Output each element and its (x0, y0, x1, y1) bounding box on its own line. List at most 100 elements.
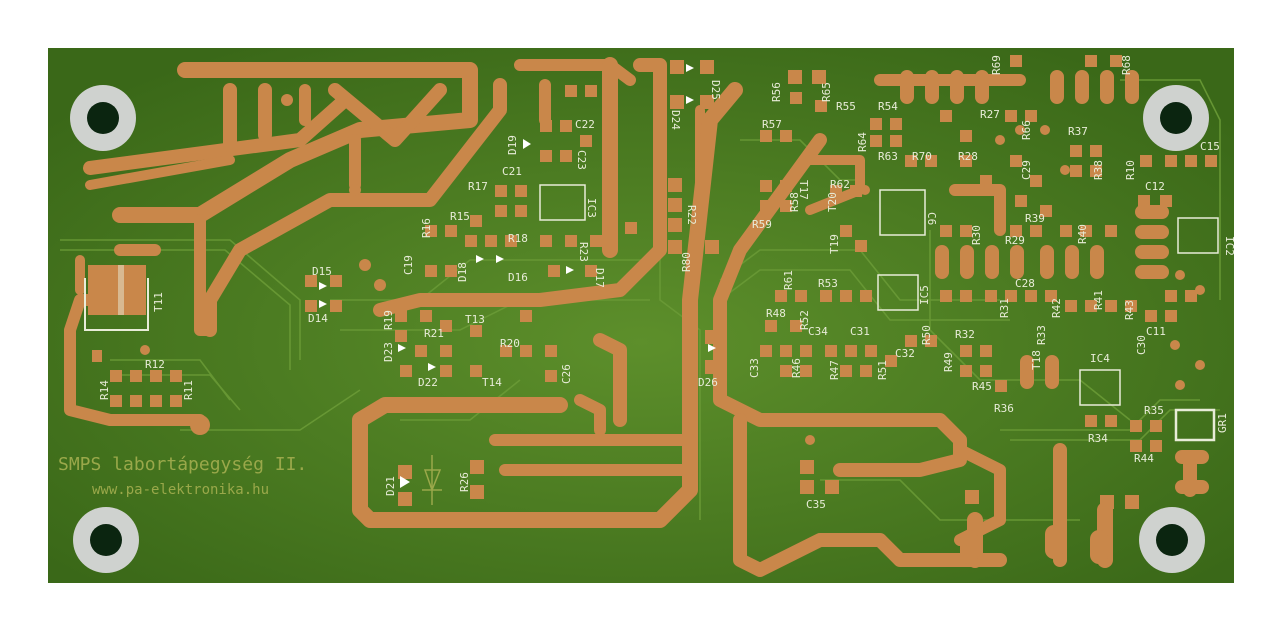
designator-r34: R34 (1088, 432, 1108, 445)
designator-r29: R29 (1005, 234, 1025, 247)
designator-t18: T18 (1030, 350, 1043, 370)
designator-t17: T17 (797, 180, 810, 200)
designator-r38: R38 (1092, 160, 1105, 180)
d21-outline (422, 455, 442, 505)
designator-r36: R36 (994, 402, 1014, 415)
designator-r15: R15 (450, 210, 470, 223)
designator-r10: R10 (1124, 160, 1137, 180)
designator-c28: C28 (1015, 277, 1035, 290)
designator-r11: R11 (182, 380, 195, 400)
designator-d24: D24 (669, 110, 682, 130)
designator-r21: R21 (424, 327, 444, 340)
designator-r49: R49 (942, 352, 955, 372)
designator-r65: R65 (820, 82, 833, 102)
mounting-holes (70, 85, 1209, 573)
board-url: www.pa-elektronika.hu (92, 482, 269, 498)
designator-r16: R16 (420, 218, 433, 238)
designator-d18: D18 (456, 262, 469, 282)
designator-gr1: GR1 (1216, 413, 1229, 433)
designator-ic5: IC5 (918, 285, 931, 305)
designator-r12: R12 (145, 358, 165, 371)
designator-t20: T20 (826, 192, 839, 212)
designator-c6: C6 (925, 212, 938, 225)
designator-c33: C33 (748, 358, 761, 378)
designator-r64: R64 (856, 132, 869, 152)
designator-c31: C31 (850, 325, 870, 338)
board-title: SMPS labortápegység II. (58, 454, 307, 475)
designator-r62: R62 (830, 178, 850, 191)
smd-pads (92, 55, 1217, 509)
designator-r57: R57 (762, 118, 782, 131)
designator-r59: R59 (752, 218, 772, 231)
designator-d26: D26 (698, 376, 718, 389)
designator-r51: R51 (876, 360, 889, 380)
designator-d19: D19 (506, 135, 519, 155)
designator-r31: R31 (998, 298, 1011, 318)
designator-r69: R69 (990, 55, 1003, 75)
designator-ic2: IC2 (1223, 236, 1236, 256)
designator-r52: R52 (798, 310, 811, 330)
designator-r19: R19 (382, 310, 395, 330)
designator-r43: R43 (1123, 300, 1136, 320)
designator-c35: C35 (806, 498, 826, 511)
designator-r68: R68 (1120, 55, 1133, 75)
designator-c26: C26 (560, 364, 573, 384)
designator-d14: D14 (308, 312, 328, 325)
designator-c12: C12 (1145, 180, 1165, 193)
designator-r66: R66 (1020, 120, 1033, 140)
designator-r30: R30 (970, 225, 983, 245)
designator-r28: R28 (958, 150, 978, 163)
designator-d21: D21 (384, 476, 397, 496)
oval-pads (900, 70, 1209, 564)
designator-r18: R18 (508, 232, 528, 245)
designator-t14: T14 (482, 376, 502, 389)
designator-r33: R33 (1035, 325, 1048, 345)
designator-r14: R14 (98, 380, 111, 400)
designator-r55: R55 (836, 100, 856, 113)
designator-c21: C21 (502, 165, 522, 178)
designator-r80: R80 (680, 252, 693, 272)
designator-c29: C29 (1020, 160, 1033, 180)
diode-symbols (319, 64, 716, 488)
designator-r61: R61 (782, 270, 795, 290)
designator-r56: R56 (770, 82, 783, 102)
ic-outlines (539, 184, 1219, 442)
designator-c23: C23 (575, 150, 588, 170)
designator-r22: R22 (685, 205, 698, 225)
designator-r54: R54 (878, 100, 898, 113)
designator-r26: R26 (458, 472, 471, 492)
designator-r17: R17 (468, 180, 488, 193)
designator-r58: R58 (788, 192, 801, 212)
designator-c19: C19 (402, 255, 415, 275)
t11-component (84, 265, 149, 331)
designator-d22: D22 (418, 376, 438, 389)
designator-r41: R41 (1092, 290, 1105, 310)
designator-c32: C32 (895, 347, 915, 360)
designator-r48: R48 (766, 307, 786, 320)
designator-t11: T11 (152, 292, 165, 312)
designator-t13: T13 (465, 313, 485, 326)
designator-d23: D23 (382, 342, 395, 362)
designator-r45: R45 (972, 380, 992, 393)
designator-r70: R70 (912, 150, 932, 163)
designator-ic3: IC3 (585, 198, 598, 218)
designator-c30: C30 (1135, 335, 1148, 355)
designator-ic4: IC4 (1090, 352, 1110, 365)
vias (140, 94, 1205, 446)
designator-c22: C22 (575, 118, 595, 131)
designator-r27: R27 (980, 108, 1000, 121)
designator-d16: D16 (508, 271, 528, 284)
designator-t19: T19 (828, 234, 841, 254)
designator-r44: R44 (1134, 452, 1154, 465)
designator-r20: R20 (500, 337, 520, 350)
designator-d15: D15 (312, 265, 332, 278)
designator-c15: C15 (1200, 140, 1220, 153)
designator-c11: C11 (1146, 325, 1166, 338)
designator-r63: R63 (878, 150, 898, 163)
designator-r46: R46 (790, 358, 803, 378)
pcb-board (48, 48, 1234, 583)
designator-r35: R35 (1144, 404, 1164, 417)
designator-r39: R39 (1025, 212, 1045, 225)
